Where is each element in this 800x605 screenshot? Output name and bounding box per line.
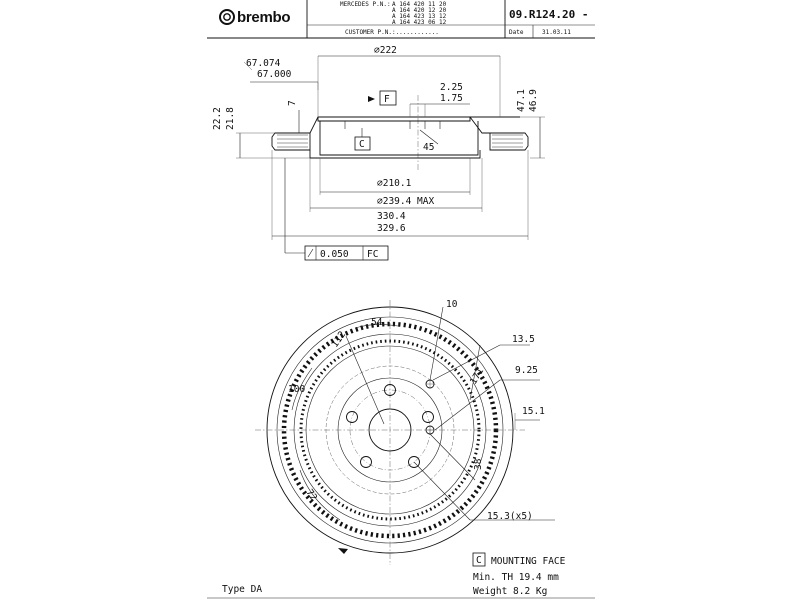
customer-pn: CUSTOMER P.N.:............ [345, 29, 439, 36]
dim-47-1: 47.1 [516, 89, 527, 112]
datum-f-label: F [384, 94, 390, 105]
oem-number-2: A 164 420 12 20 [392, 7, 447, 14]
dim-100: 100 [288, 384, 305, 395]
min-thickness: Min. TH 19.4 mm [473, 572, 559, 583]
datum-f-marker [368, 96, 375, 102]
perforation-ring [281, 321, 499, 539]
type-label: Type DA [222, 584, 262, 595]
dim-1-75: 1.75 [440, 93, 463, 104]
date-label: Date [509, 29, 524, 36]
oem-number-3: A 164 423 13 12 [392, 13, 447, 20]
dim-dia-67-upper: 67.074 [246, 58, 281, 69]
notes-block: C MOUNTING FACE Min. TH 19.4 mm Weight 8… [207, 552, 595, 599]
datum-c-label: C [359, 139, 365, 150]
view-arrow [338, 548, 348, 554]
dim-dia-210-1: ⌀210.1 [377, 178, 412, 189]
datum-f-box [379, 90, 397, 106]
dim-10: 10 [446, 299, 458, 310]
datum-c-box [354, 136, 371, 151]
dim-46-9: 46.9 [528, 89, 539, 112]
weight: Weight 8.2 Kg [473, 586, 547, 597]
dim-72: 72 [304, 487, 320, 503]
dim-21-8: 21.8 [225, 107, 236, 130]
dim-9-25: 9.25 [515, 365, 538, 376]
oem-number-1: A 164 420 11 20 [392, 1, 447, 8]
dim-7: 7 [287, 100, 298, 106]
dim-dia-222: ⌀222 [374, 45, 397, 56]
dim-54: 54 [371, 317, 383, 328]
section-view: C F 45 ⌀222 67.074 67.000 2.25 1.75 47.1… [212, 45, 545, 261]
part-number: 09.R124.20 - [509, 8, 588, 21]
dim-15-3: 15.3(x5) [487, 511, 533, 522]
oem-numbers: A 164 420 11 20 A 164 420 12 20 A 164 42… [392, 1, 447, 26]
mounting-datum-box [472, 552, 486, 567]
date-value: 31.03.11 [542, 29, 571, 36]
dim-38: 38 [473, 458, 484, 470]
brembo-logo: brembo [219, 9, 291, 26]
runout-tolerance-frame: 0.050 FC [284, 158, 389, 261]
angle-45: 45 [423, 142, 434, 153]
dim-dia-330-4: 330.4 [377, 211, 406, 222]
brand-name: brembo [237, 9, 290, 26]
tolerance-datum: FC [367, 249, 378, 260]
dim-13-5: 13.5 [512, 334, 535, 345]
mounting-datum: C [476, 555, 482, 566]
tolerance-value: 0.050 [320, 249, 349, 260]
dim-dia-67-lower: 67.000 [257, 69, 292, 80]
dim-2-25: 2.25 [440, 82, 463, 93]
dim-22-2: 22.2 [212, 107, 223, 130]
dim-dia-239-4: ⌀239.4 MAX [377, 196, 434, 207]
dim-dia-329-6: 329.6 [377, 223, 406, 234]
dim-15-1: 15.1 [522, 406, 545, 417]
oem-number-4: A 164 423 06 12 [392, 19, 447, 26]
mounting-face-label: MOUNTING FACE [491, 556, 566, 567]
disc-profile [271, 116, 529, 159]
oem-label: MERCEDES P.N.: [340, 1, 391, 8]
title-block: brembo MERCEDES P.N.: A 164 420 11 20 A … [207, 0, 595, 39]
bolt-holes [346, 384, 434, 468]
front-view: 10 54 112 100 13.5 171 9.25 15.1 38 72 1… [255, 299, 555, 565]
